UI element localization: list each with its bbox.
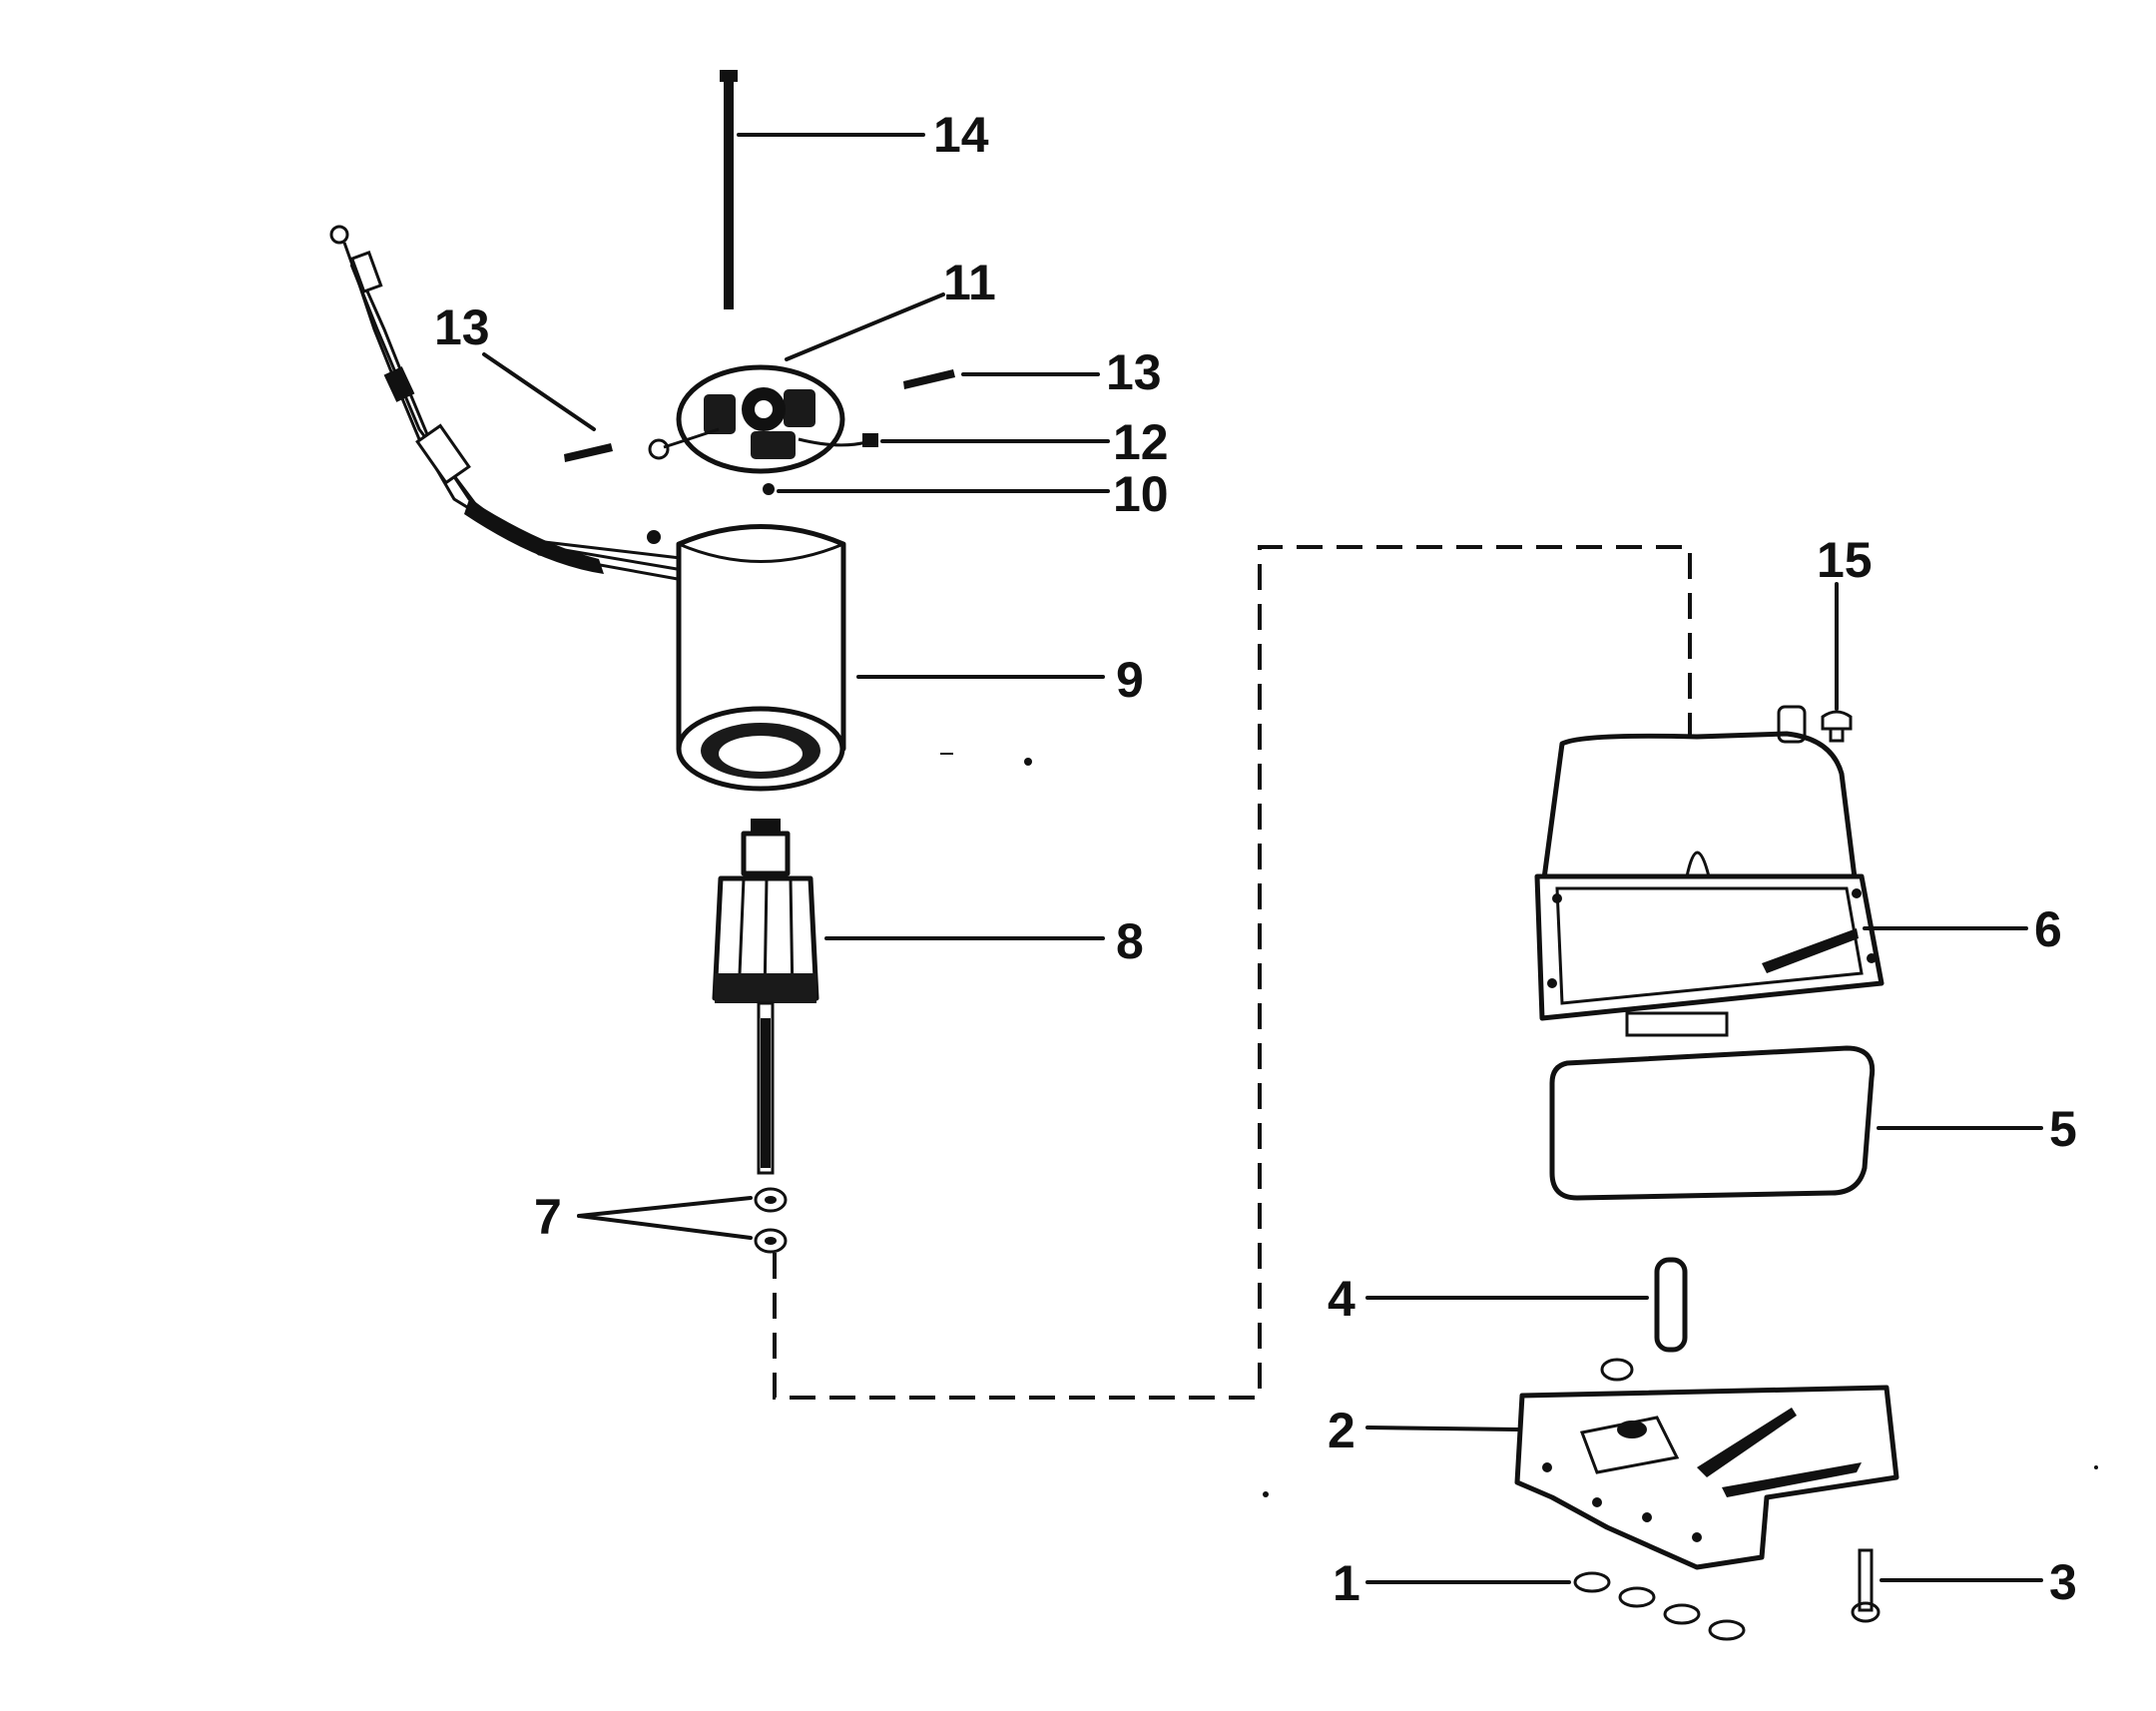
field-frame-part-9	[676, 524, 1105, 792]
label-12: 12	[1113, 414, 1169, 470]
label-13-right: 13	[1106, 344, 1162, 400]
washers-part-7	[577, 1187, 788, 1254]
label-11: 11	[943, 255, 996, 310]
ball-part-10	[763, 483, 1110, 495]
label-3: 3	[2049, 1554, 2077, 1610]
label-2: 2	[1328, 1403, 1355, 1458]
speck-dot	[1024, 758, 1032, 766]
gasket-part-5	[1549, 1045, 2043, 1201]
base-plate-part-2	[1365, 1358, 1899, 1570]
bolt-part-15	[1821, 582, 1853, 743]
dowel-pin-part-4	[1365, 1257, 1688, 1353]
label-10: 10	[1113, 466, 1169, 522]
label-7: 7	[534, 1189, 562, 1245]
brush-plate-part-11	[676, 292, 945, 474]
label-9: 9	[1116, 652, 1144, 708]
label-14: 14	[933, 107, 989, 163]
speck-dot-2	[1263, 1491, 1269, 1497]
housing-part-6	[1534, 705, 2028, 1037]
assembly-dashed-line	[773, 545, 1692, 1400]
label-6: 6	[2034, 901, 2062, 957]
terminal-part-12	[648, 427, 1110, 460]
label-8: 8	[1116, 913, 1144, 969]
brush-part-13-right	[903, 369, 1100, 389]
screw-part-3	[1851, 1548, 2043, 1623]
label-4: 4	[1328, 1271, 1355, 1327]
stud-part-14	[720, 70, 925, 309]
label-13-left: 13	[434, 299, 490, 355]
label-15: 15	[1817, 532, 1873, 588]
brush-part-13-left	[482, 352, 613, 462]
speck-dot-3	[2094, 1465, 2098, 1469]
wire-harness	[329, 225, 690, 583]
label-5: 5	[2049, 1101, 2077, 1157]
label-1: 1	[1333, 1555, 1360, 1611]
armature-part-8	[712, 819, 1105, 1175]
o-rings-part-1	[1365, 1571, 1746, 1641]
